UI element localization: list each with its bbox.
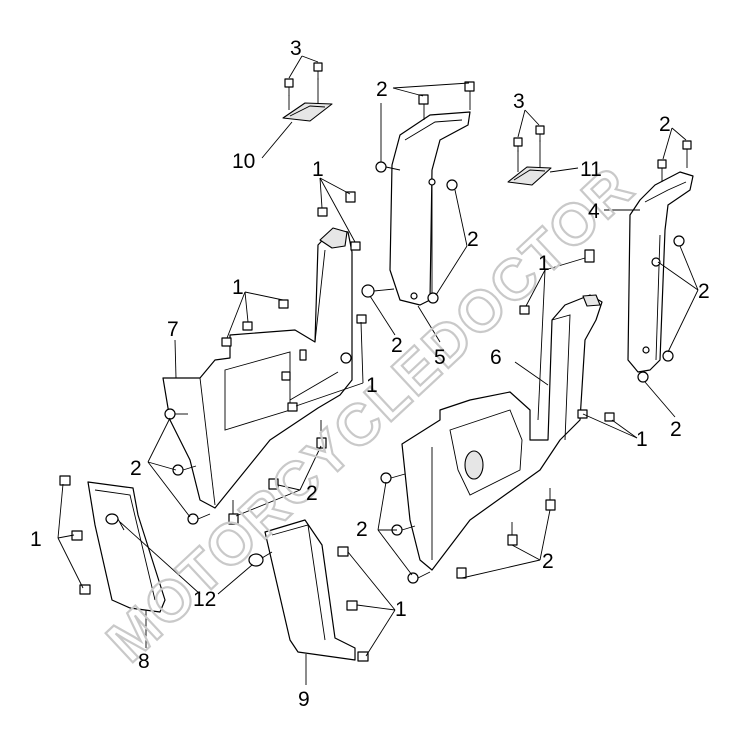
leader-lines — [57, 55, 699, 685]
callout-3-left: 3 — [290, 37, 302, 60]
part-10-badge — [282, 78, 333, 122]
callout-2-bottom-of-7: 2 — [306, 482, 318, 505]
callout-2-top-center: 2 — [376, 78, 388, 101]
callout-7: 7 — [167, 318, 179, 341]
callout-8: 8 — [138, 650, 150, 673]
callout-3-right: 3 — [513, 90, 525, 113]
callout-10: 10 — [232, 150, 255, 173]
part-11-badge — [507, 140, 552, 186]
callout-labels: 3 10 1 2 3 11 2 4 2 2 2 1 2 5 6 1 1 7 1 … — [30, 37, 710, 711]
part-9-lower-panel — [264, 519, 356, 661]
part-6-floor-panel — [401, 294, 603, 571]
clips-part-8 — [59, 475, 91, 595]
screws-part-5 — [361, 81, 475, 304]
callout-1-far-right: 1 — [636, 428, 648, 451]
callout-2-top-right: 2 — [659, 113, 671, 136]
callout-12: 12 — [193, 588, 216, 611]
screw-group-3-left — [284, 62, 323, 96]
callout-2-right: 2 — [698, 280, 710, 303]
callout-1-upper-left: 1 — [232, 276, 244, 299]
part-4-side-panel — [627, 171, 694, 373]
part-8-lower-panel — [87, 481, 166, 613]
clips-part-6 — [519, 249, 615, 422]
screws-part-7 — [164, 408, 327, 525]
part-12-fastener — [248, 551, 273, 567]
callout-1-right-center: 1 — [538, 252, 550, 275]
callout-1-top: 1 — [312, 158, 324, 181]
screws-part-4 — [637, 140, 692, 383]
callout-6: 6 — [490, 346, 502, 369]
callout-11: 11 — [580, 158, 602, 181]
callout-5: 5 — [434, 346, 446, 369]
screw-group-3-right — [513, 125, 545, 152]
part-7-floor-panel — [162, 227, 353, 509]
callout-1-right-of-9: 1 — [395, 598, 407, 621]
callout-2-lower-center: 2 — [356, 518, 368, 541]
callout-2-right-of-6: 2 — [542, 550, 554, 573]
callout-4: 4 — [588, 200, 600, 223]
callout-1-left: 1 — [30, 528, 42, 551]
callout-2-center: 2 — [467, 228, 479, 251]
callout-9: 9 — [298, 688, 310, 711]
callout-2-right-lower: 2 — [670, 418, 682, 441]
part-5-side-panel — [389, 111, 471, 306]
callout-2-left-of-7: 2 — [130, 457, 142, 480]
callout-1-right-of-7: 1 — [366, 374, 378, 397]
clips-part-7 — [221, 191, 367, 412]
callout-2-left-of-5: 2 — [391, 334, 403, 357]
clips-part-9 — [337, 546, 369, 662]
